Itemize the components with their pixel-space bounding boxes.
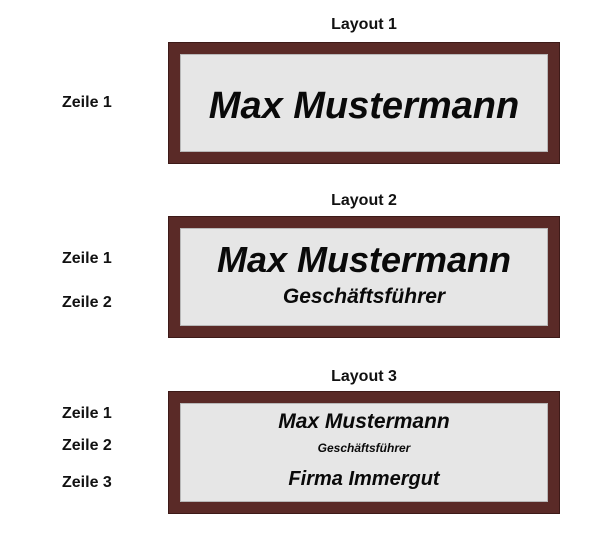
- layout-2-row-1-label: Zeile 1: [62, 250, 112, 267]
- layout-2-line-1: Max Mustermann: [216, 239, 512, 280]
- layout-3-line-1: Max Mustermann: [278, 410, 450, 433]
- layout-3-plate-surface: Max Mustermann Geschäftsführer Firma Imm…: [180, 403, 548, 502]
- layout-1-plate-surface: Max Mustermann: [180, 54, 548, 152]
- layout-3-nameplate: Max Mustermann Geschäftsführer Firma Imm…: [168, 391, 560, 514]
- layout-2-line-2: Geschäftsführer: [282, 285, 446, 308]
- layout-2-plate-surface: Max Mustermann Geschäftsführer: [180, 228, 548, 326]
- layout-3-row-3-label: Zeile 3: [62, 474, 112, 491]
- layout-3-row-1-label: Zeile 1: [62, 405, 112, 422]
- layout-3-title: Layout 3: [331, 368, 397, 385]
- layout-1-row-1-label: Zeile 1: [62, 94, 112, 111]
- layout-3-row-2-label: Zeile 2: [62, 437, 112, 454]
- layout-3-line-2: Geschäftsführer: [317, 441, 411, 455]
- layout-3-line-3: Firma Immergut: [288, 468, 440, 490]
- layout-1-nameplate: Max Mustermann: [168, 42, 560, 164]
- layout-2-nameplate: Max Mustermann Geschäftsführer: [168, 216, 560, 338]
- layout-2-row-2-label: Zeile 2: [62, 294, 112, 311]
- layout-2-title: Layout 2: [331, 192, 397, 209]
- layout-1-line-1: Max Mustermann: [208, 85, 520, 127]
- layout-1-title: Layout 1: [331, 16, 397, 33]
